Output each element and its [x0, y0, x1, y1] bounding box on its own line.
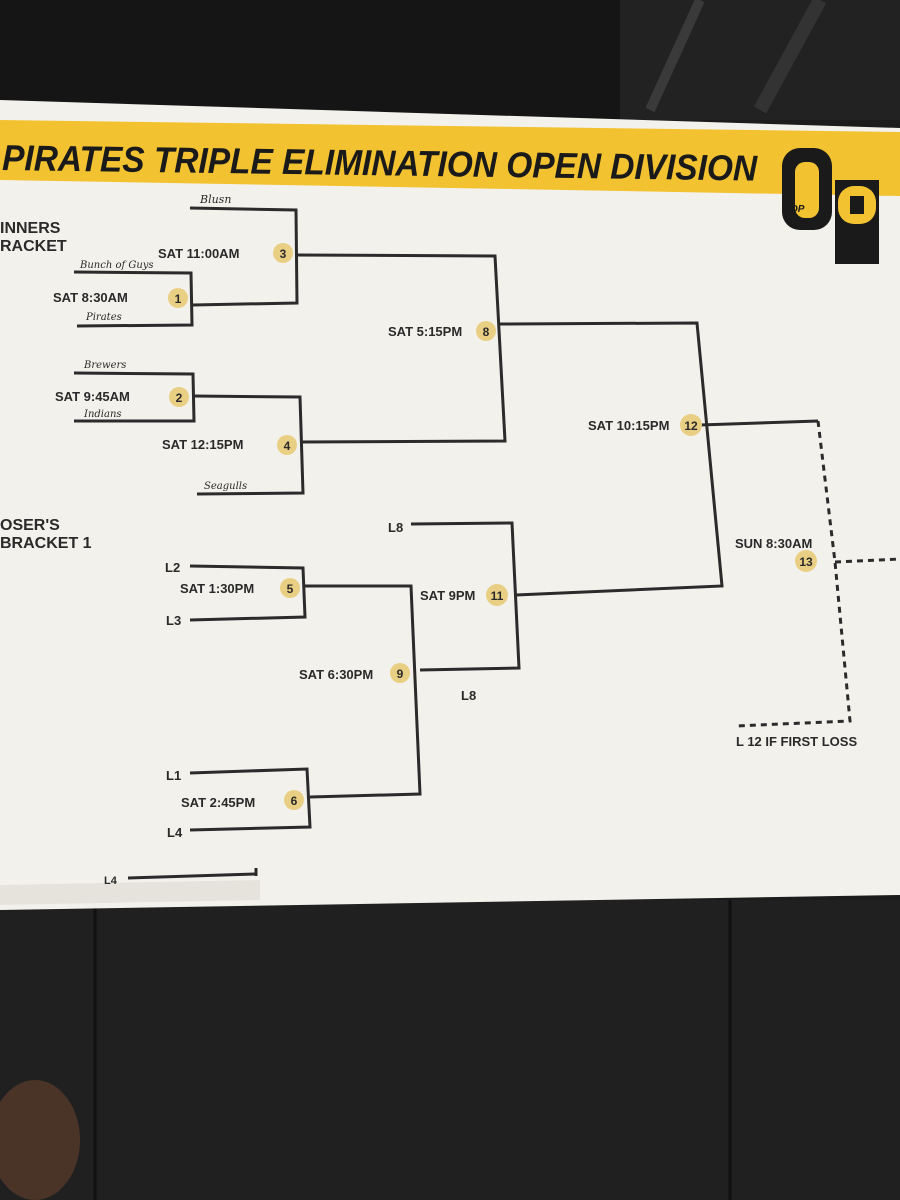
team-bunch-of-guys: Bunch of Guys [79, 260, 154, 271]
game-8-bracket [295, 253, 507, 444]
team-blush: Blusn [199, 193, 231, 206]
game-3-number: 3 [280, 247, 287, 261]
game-1-badge: 1 [168, 288, 188, 308]
game-12-badge: 12 [680, 414, 702, 436]
game-1-bracket [73, 270, 194, 328]
background-bat-2 [753, 0, 827, 114]
game-11-number: 11 [491, 589, 504, 603]
poster-paper [0, 100, 900, 910]
game-2-badge: 2 [169, 387, 189, 407]
game-3-badge: 3 [273, 243, 293, 263]
pirates-qp-logo: QP [782, 148, 879, 264]
game-13-time: SUN 8:30AM [735, 536, 812, 551]
game-6-number: 6 [291, 794, 298, 808]
logo-letters: QP [790, 204, 805, 215]
game-1-time: SAT 8:30AM [53, 290, 128, 305]
game-4-number: 4 [284, 439, 291, 453]
game-11-badge: 11 [486, 584, 508, 606]
slot-l8-top: L8 [388, 520, 403, 535]
game-6-badge: 6 [284, 790, 304, 810]
game-8-time: SAT 5:15PM [388, 324, 462, 339]
game-5-time: SAT 1:30PM [180, 581, 254, 596]
game-5-badge: 5 [280, 578, 300, 598]
losers-bracket-label-2: BRACKET 1 [0, 535, 92, 552]
floor-mat [0, 900, 900, 1200]
game-8-number: 8 [483, 325, 490, 339]
game-13-badge: 13 [795, 550, 817, 572]
l12-if-first-loss-note: L 12 IF FIRST LOSS [736, 734, 857, 749]
game-9-badge: 9 [390, 663, 410, 683]
title-band [0, 120, 900, 196]
slot-l2: L2 [165, 560, 180, 575]
winners-bracket-label-1: INNERS [0, 220, 61, 237]
lower-sheet [0, 880, 260, 905]
slot-l3: L3 [166, 613, 181, 628]
game-2-number: 2 [176, 391, 183, 405]
game-6-bracket [189, 767, 312, 832]
background-bat [645, 0, 705, 113]
game-9-time: SAT 6:30PM [299, 667, 373, 682]
game-13-dashed-bracket [734, 420, 852, 728]
game-5-number: 5 [287, 582, 294, 596]
team-indians: Indians [83, 409, 122, 420]
game-8-badge: 8 [476, 321, 496, 341]
team-pirates: Pirates [85, 312, 122, 323]
slot-l4-partial: L4 [104, 875, 118, 887]
partial-l4-line [127, 872, 257, 880]
shoe [0, 1080, 80, 1200]
slot-l4: L4 [167, 825, 183, 840]
game-3-time: SAT 11:00AM [158, 246, 239, 261]
bracket-lines [73, 206, 819, 880]
team-brewers: Brewers [83, 360, 126, 371]
team-seagulls: Seagulls [204, 481, 247, 492]
game-4-time: SAT 12:15PM [162, 437, 243, 452]
game-badges: 3 1 2 4 8 12 11 5 [168, 243, 817, 810]
game-12-time: SAT 10:15PM [588, 418, 669, 433]
game-12-out-line [699, 419, 819, 427]
winners-bracket-label-2: RACKET [0, 238, 67, 255]
losers-bracket-label-1: OSER'S [0, 517, 60, 534]
game-2-time: SAT 9:45AM [55, 389, 130, 404]
dashed-lines [734, 420, 900, 728]
game-12-bracket [499, 321, 724, 597]
game-4-bracket [192, 394, 305, 496]
game-6-time: SAT 2:45PM [181, 795, 255, 810]
game-5-bracket [189, 564, 307, 622]
game-12-number: 12 [684, 419, 698, 433]
slot-l1: L1 [166, 768, 181, 783]
slot-l8-bottom: L8 [461, 688, 476, 703]
game-13-number: 13 [799, 555, 813, 569]
game-11-time: SAT 9PM [420, 588, 475, 603]
game-1-number: 1 [175, 292, 182, 306]
game-9-number: 9 [397, 667, 404, 681]
game-9-bracket [305, 584, 422, 799]
game-11-bracket [410, 521, 521, 672]
game-4-badge: 4 [277, 435, 297, 455]
